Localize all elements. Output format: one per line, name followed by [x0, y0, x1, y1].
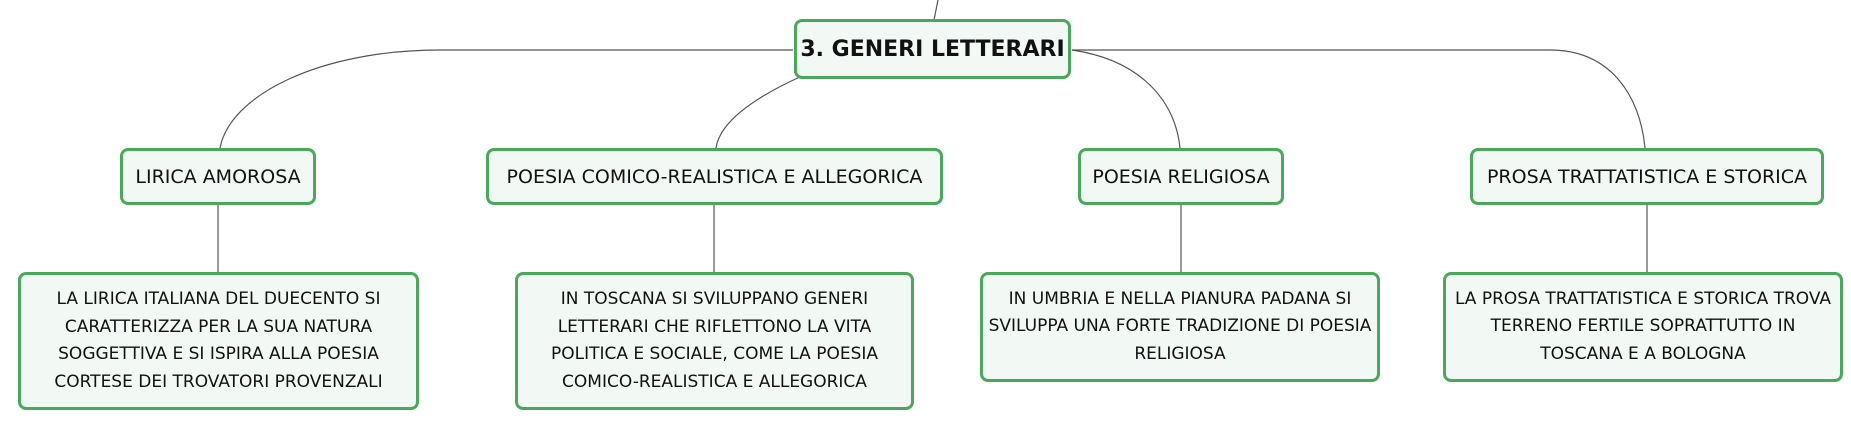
branch-node-label: PROSA TRATTATISTICA E STORICA [1486, 165, 1808, 188]
detail-line: SOGGETTIVA E SI ISPIRA ALLA POESIA [58, 344, 379, 364]
branch-node-poesia-comico[interactable]: POESIA COMICO-REALISTICA E ALLEGORICA [486, 148, 943, 205]
connector-root-prosa [1072, 49, 1646, 149]
detail-line: CARATTERIZZA PER LA SUA NATURA [64, 316, 373, 337]
connector-root-poesia-comico [715, 75, 803, 149]
branch-node-poesia-religiosa[interactable]: POESIA RELIGIOSA [1078, 148, 1284, 205]
detail-node-poesia-religiosa[interactable]: IN UMBRIA E NELLA PIANURA PADANA SI SVIL… [980, 272, 1380, 382]
root-node-label: 3. GENERI LETTERARI [800, 36, 1065, 62]
detail-line: IN UMBRIA E NELLA PIANURA PADANA SI [1008, 288, 1352, 309]
detail-line: COMICO-REALISTICA E ALLEGORICA [562, 371, 867, 392]
detail-text: IN TOSCANA SI SVILUPPANO GENERI LETTERAR… [551, 286, 878, 396]
detail-text: IN UMBRIA E NELLA PIANURA PADANA SI SVIL… [989, 286, 1372, 369]
detail-line: TERRENO FERTILE SOPRATTUTTO IN [1490, 316, 1796, 337]
connector-root-poesia-religiosa [1071, 49, 1181, 149]
detail-node-prosa[interactable]: LA PROSA TRATTATISTICA E STORICA TROVA T… [1443, 272, 1843, 382]
branch-node-lirica-amorosa[interactable]: LIRICA AMOROSA [120, 148, 316, 205]
branch-node-prosa[interactable]: PROSA TRATTATISTICA E STORICA [1470, 148, 1824, 205]
detail-line: LETTERARI CHE RIFLETTONO LA VITA [557, 316, 872, 337]
detail-text: LA LIRICA ITALIANA DEL DUECENTO SI CARAT… [54, 286, 382, 396]
root-node[interactable]: 3. GENERI LETTERARI [794, 19, 1071, 79]
branch-node-label: POESIA COMICO-REALISTICA E ALLEGORICA [506, 165, 923, 188]
detail-line: TOSCANA E A BOLOGNA [1540, 343, 1746, 364]
detail-line: POLITICA E SOCIALE, COME LA POESIA [550, 344, 879, 364]
detail-node-lirica-amorosa[interactable]: LA LIRICA ITALIANA DEL DUECENTO SI CARAT… [18, 272, 419, 410]
connector-parent [933, 0, 939, 21]
detail-line: CORTESE DEI TROVATORI PROVENZALI [54, 371, 383, 392]
detail-line: SVILUPPA UNA FORTE TRADIZIONE DI POESIA [988, 316, 1372, 337]
detail-line: LA LIRICA ITALIANA DEL DUECENTO SI [56, 289, 381, 309]
connector-root-lirica-amorosa [219, 49, 793, 149]
detail-node-poesia-comico[interactable]: IN TOSCANA SI SVILUPPANO GENERI LETTERAR… [515, 272, 914, 410]
branch-node-label: POESIA RELIGIOSA [1092, 165, 1270, 188]
detail-text: LA PROSA TRATTATISTICA E STORICA TROVA T… [1455, 286, 1831, 369]
detail-line: RELIGIOSA [1134, 343, 1226, 364]
detail-line: IN TOSCANA SI SVILUPPANO GENERI [560, 289, 869, 309]
branch-node-label: LIRICA AMOROSA [135, 165, 301, 188]
detail-line: LA PROSA TRATTATISTICA E STORICA TROVA [1454, 288, 1832, 309]
